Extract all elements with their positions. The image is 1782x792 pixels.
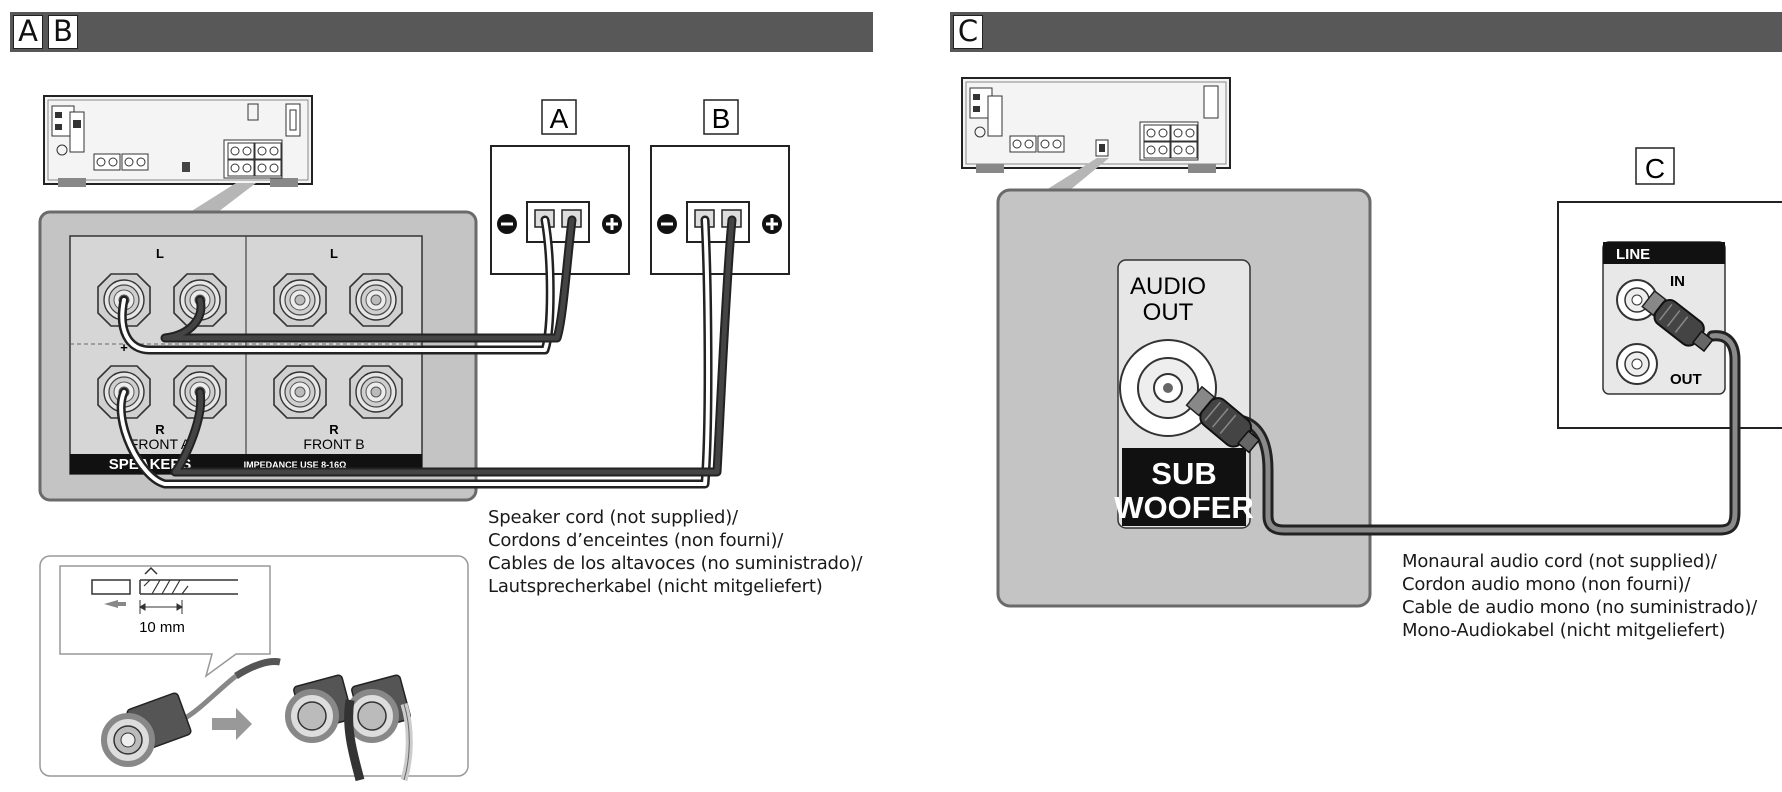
label-l-front-a: L xyxy=(156,246,164,261)
label-r-front-a: R xyxy=(155,422,165,437)
audio-cord-caption: Monaural audio cord (not supplied)/ Cord… xyxy=(1402,550,1757,642)
speakers-strip-title: SPEAKERS xyxy=(109,456,192,473)
label-front-b: FRONT B xyxy=(303,436,364,452)
subwoofer-label-1: SUB xyxy=(1151,456,1216,491)
out-label: OUT xyxy=(1670,371,1702,388)
zoom-wedge-left xyxy=(190,183,256,212)
speakers-strip-impedance: IMPEDANCE USE 8-16Ω xyxy=(244,460,347,470)
terminal-insert-step-2 xyxy=(285,674,413,782)
device-c-label: C xyxy=(1645,153,1665,184)
speaker-cord-caption-line: Cables de los altavoces (no suministrado… xyxy=(488,553,863,574)
label-front-a: FRONT A xyxy=(130,436,191,452)
label-plus-a: + xyxy=(120,340,128,355)
speaker-cord-caption-line: Lautsprecherkabel (nicht mitgeliefert) xyxy=(488,576,823,597)
speaker-b-label-box xyxy=(703,99,739,135)
speaker-cord-caption-line: Speaker cord (not supplied)/ xyxy=(488,507,738,528)
speaker-cord-b xyxy=(116,215,737,489)
line-label: LINE xyxy=(1616,246,1650,263)
header-label-c: C xyxy=(953,15,983,49)
in-label: IN xyxy=(1670,273,1685,290)
speaker-cord-caption-line: Cordons d’enceintes (non fourni)/ xyxy=(488,530,784,551)
subwoofer-label-block xyxy=(1122,448,1246,526)
header-label-b: B xyxy=(48,15,78,49)
terminal-insert-step-1 xyxy=(101,658,281,767)
label-l-front-b: L xyxy=(330,246,338,261)
arrow-right-icon xyxy=(212,708,252,740)
speaker-b-terminal xyxy=(686,201,750,243)
section-header-ab: A B xyxy=(10,12,873,52)
audio-cord-caption-line: Monaural audio cord (not supplied)/ xyxy=(1402,551,1717,572)
zoom-wedge-right xyxy=(1046,158,1109,190)
header-label-a: A xyxy=(13,15,43,49)
strip-length-label: 10 mm xyxy=(139,619,185,636)
terminal-post-b-l-plus xyxy=(273,273,327,327)
audio-cord-caption-line: Cable de audio mono (no suministrado)/ xyxy=(1402,597,1758,618)
speaker-a-label: A xyxy=(550,103,569,134)
label-r-front-b: R xyxy=(329,422,339,437)
receiver-rear-right xyxy=(961,77,1231,173)
audio-out-label-2: OUT xyxy=(1143,299,1194,326)
speaker-b-label: B xyxy=(712,103,731,134)
speaker-a-label-box xyxy=(541,99,577,135)
rca-plug-subwoofer xyxy=(1185,385,1261,454)
section-header-c: C xyxy=(950,12,1782,52)
rca-plug-line-in xyxy=(1641,289,1714,353)
speaker-a-terminal xyxy=(526,201,590,243)
speaker-cord-a xyxy=(117,215,577,355)
audio-out-label-1: AUDIO xyxy=(1130,273,1206,300)
terminal-post-b-l-minus xyxy=(349,273,403,327)
mono-audio-cord xyxy=(1234,330,1741,536)
receiver-rear-left xyxy=(43,95,313,187)
subwoofer-label-2: WOOFER xyxy=(1114,490,1254,525)
audio-cord-caption-line: Mono-Audiokabel (nicht mitgeliefert) xyxy=(1402,620,1726,641)
audio-cord-caption-line: Cordon audio mono (non fourni)/ xyxy=(1402,574,1691,595)
terminal-post-b-r-minus xyxy=(349,365,403,419)
speaker-cord-caption: Speaker cord (not supplied)/ Cordons d’e… xyxy=(488,506,862,598)
audio-out-jack xyxy=(1119,339,1217,437)
terminal-post-b-r-plus xyxy=(273,365,327,419)
device-c-label-box xyxy=(1635,147,1675,185)
line-out-jack xyxy=(1616,343,1658,385)
